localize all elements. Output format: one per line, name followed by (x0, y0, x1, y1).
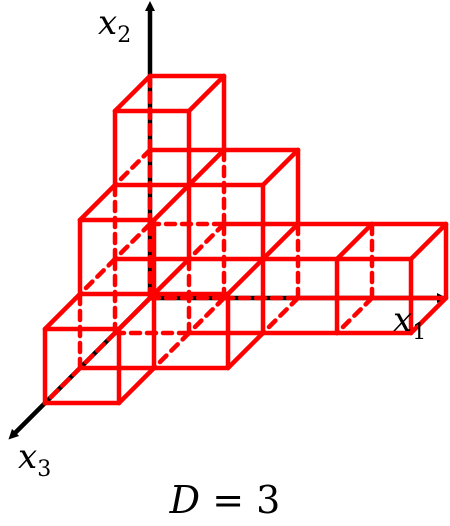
hidden-cube-edge (186, 221, 227, 262)
cube-edge (112, 73, 153, 114)
x3-axis-label: x3 (18, 437, 52, 482)
caption-value: 3 (256, 478, 281, 522)
hidden-cube-edge (334, 295, 375, 336)
hidden-cube-edge (112, 147, 153, 188)
hidden-cube-edge (151, 330, 192, 371)
cube-edge (151, 182, 192, 223)
hidden-cube-edge (186, 295, 227, 336)
cube-edge (260, 147, 301, 188)
cube-edge (116, 291, 157, 332)
cube-edge (334, 221, 375, 262)
caption-variable: D (169, 478, 201, 522)
cube-edge (151, 256, 192, 297)
cube-edge (42, 291, 83, 332)
hidden-cube-edge (77, 330, 118, 371)
hidden-cube-edge (260, 295, 301, 336)
cube-edge (408, 221, 449, 262)
cube-edge (116, 365, 157, 406)
cube-edge (77, 182, 118, 223)
caption-equals: = (212, 478, 245, 522)
dimension-caption: D = 3 (0, 478, 450, 522)
x1-axis-label: x1 (393, 300, 427, 345)
cube-edge (408, 295, 449, 336)
cube-edge (186, 73, 227, 114)
hidden-cube-edge (112, 221, 153, 262)
cube-edge (225, 330, 266, 371)
cube-edge (186, 147, 227, 188)
x2-axis-label: x2 (98, 3, 132, 48)
hidden-cube-edge (77, 256, 118, 297)
cubes (42, 73, 449, 406)
cube-edge (260, 221, 301, 262)
cube-edge (225, 256, 266, 297)
hidden-cube-edge (42, 365, 83, 406)
